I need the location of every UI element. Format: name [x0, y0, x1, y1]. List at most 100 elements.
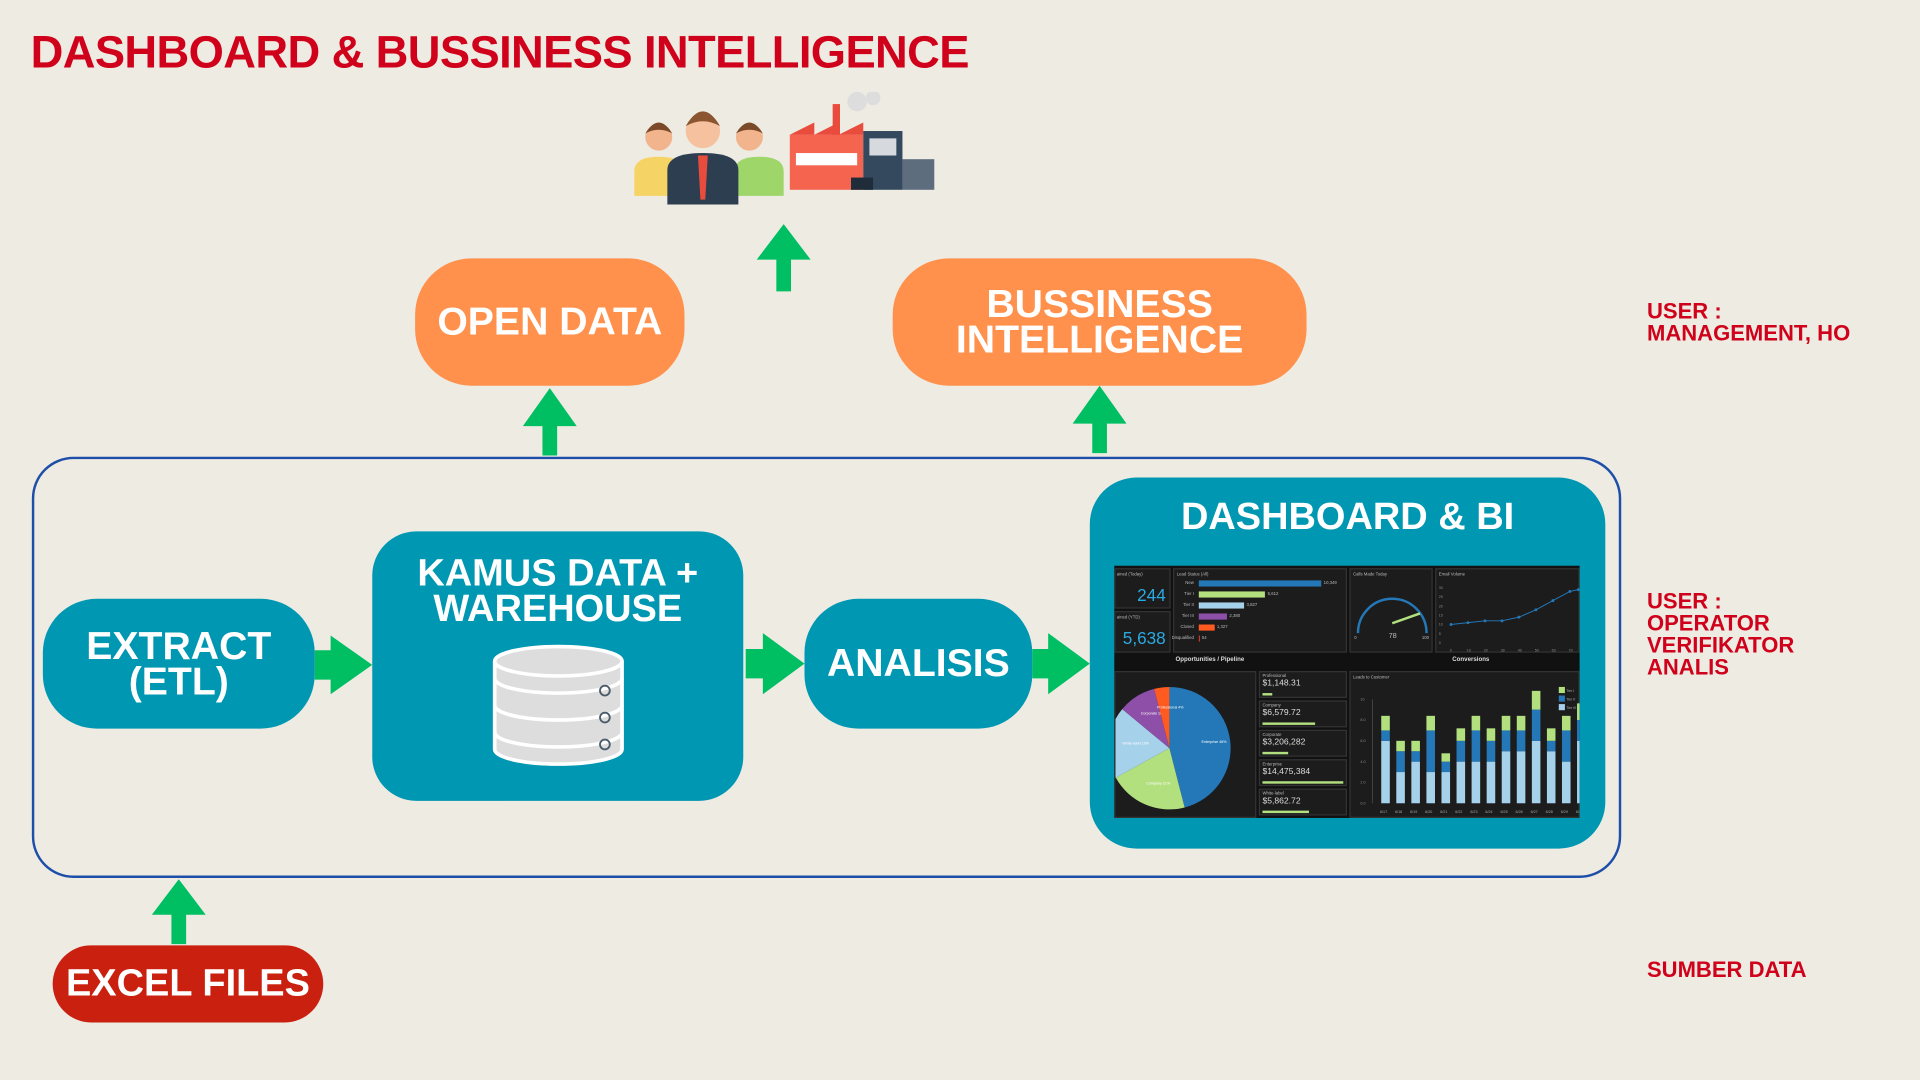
kpi-label: ained (Today)	[1116, 571, 1143, 577]
value-label: Enterprise	[1262, 761, 1282, 767]
lead-value: 54	[1201, 635, 1207, 641]
pipeline-value-card: Corporate$3,206,282	[1258, 729, 1347, 757]
section-pipeline: Opportunities / Pipeline	[1175, 656, 1245, 664]
pie-slice	[1169, 686, 1231, 808]
x-tick: 6/18	[1395, 810, 1402, 814]
lead-value: 10,349	[1323, 580, 1337, 586]
excel-files-node: EXCEL FILES	[52, 945, 324, 1023]
value-bar	[1262, 751, 1289, 755]
kpi-label: ained (YTD)	[1116, 614, 1140, 620]
bar-segment	[1516, 751, 1526, 804]
legend-label: Tier II	[1566, 697, 1575, 701]
arrow-up-bi	[1072, 385, 1127, 454]
bar-segment	[1546, 751, 1556, 804]
lead-value: 1,327	[1216, 624, 1228, 630]
bar-segment	[1501, 730, 1511, 752]
lead-bar	[1198, 591, 1266, 598]
kpi-value: 244	[1137, 585, 1166, 605]
bar-segment	[1531, 740, 1541, 804]
pie-label: Enterprise 46%	[1202, 740, 1228, 744]
gauge-card: Calls Made Today 78 0 100	[1349, 568, 1433, 653]
bar-segment	[1486, 740, 1496, 762]
database-icon	[492, 644, 624, 766]
bar-segment	[1441, 761, 1451, 773]
x-tick: 40	[1518, 648, 1522, 652]
x-tick: 6/24	[1485, 810, 1492, 814]
kamus-warehouse-label: KAMUS DATA + WAREHOUSE	[417, 551, 699, 630]
value-label: White-label	[1262, 791, 1284, 796]
x-tick: 6/28	[1546, 810, 1553, 814]
y-tick: 0.0	[1360, 801, 1365, 805]
dashboard-bi-node: DASHBOARD & BI ained (Today) 244 ained (…	[1089, 477, 1606, 849]
bar-segment	[1577, 720, 1580, 741]
pie-slice	[1154, 686, 1170, 749]
bar-segment	[1486, 761, 1496, 804]
extract-etl-node: EXTRACT (ETL)	[42, 598, 315, 729]
label-line: MANAGEMENT, HO	[1646, 320, 1851, 346]
value-label: Corporate	[1262, 732, 1282, 738]
value-amount: $1,148.31	[1262, 679, 1301, 689]
kpi-card-today: ained (Today) 244	[1114, 568, 1171, 609]
bar-segment	[1531, 690, 1541, 710]
lead-label: New	[1185, 580, 1194, 586]
bar-segment	[1441, 772, 1451, 804]
x-tick: 6/19	[1410, 810, 1417, 814]
y-tick: 5	[1439, 632, 1441, 636]
bar-segment	[1426, 715, 1435, 731]
x-tick: 60	[1552, 648, 1556, 652]
people-icon	[634, 111, 784, 205]
bar-segment	[1501, 715, 1511, 731]
lead-label: Tier I	[1184, 591, 1194, 597]
x-tick: 6/21	[1440, 810, 1447, 814]
pie-label: Corporate 10%	[1141, 712, 1166, 716]
pipeline-value-card: Company$6,579.72	[1258, 700, 1347, 728]
x-tick: 6/17	[1380, 810, 1387, 814]
x-tick: 6/25	[1501, 810, 1508, 814]
bar-segment	[1561, 730, 1571, 762]
email-point	[1568, 589, 1572, 593]
analisis-node: ANALISIS	[804, 598, 1033, 729]
label-line: USER :	[1646, 298, 1722, 324]
bar-segment	[1486, 728, 1496, 741]
bar-segment	[1381, 740, 1390, 804]
lead-label: Tier III	[1181, 613, 1194, 619]
card-title: Leads to Customer	[1353, 674, 1390, 680]
dashboard-bi-label: DASHBOARD & BI	[1180, 494, 1515, 538]
bar-segment	[1516, 730, 1526, 752]
bar-segment	[1426, 772, 1435, 804]
kamus-warehouse-node: KAMUS DATA + WAREHOUSE	[372, 531, 744, 801]
x-tick: 6/26	[1516, 810, 1523, 814]
x-tick: 10	[1467, 648, 1471, 652]
gauge-chart	[1356, 597, 1428, 634]
bar-segment	[1381, 730, 1390, 741]
lead-value: 3,827	[1246, 602, 1258, 608]
bar-segment	[1456, 761, 1466, 804]
x-tick: 20	[1484, 648, 1488, 652]
email-point	[1517, 615, 1521, 619]
x-tick: 6/27	[1531, 810, 1538, 814]
email-point	[1576, 588, 1580, 592]
lead-bar	[1198, 624, 1215, 631]
value-bar	[1262, 810, 1310, 814]
bar-segment	[1426, 730, 1435, 773]
business-intelligence-node: BUSSINESS INTELLIGENCE	[892, 258, 1307, 386]
y-tick: 10	[1360, 697, 1364, 701]
x-tick: 0	[1450, 648, 1452, 652]
x-tick: 50	[1535, 648, 1539, 652]
section-conversions: Conversions	[1452, 656, 1490, 664]
bar-segment	[1471, 761, 1481, 804]
pie-slice	[1115, 709, 1170, 778]
lead-label: Closed	[1180, 624, 1194, 630]
legend-swatch	[1558, 686, 1565, 694]
bar-segment	[1546, 728, 1556, 741]
arrow-right-etl	[314, 635, 373, 695]
gauge-needle	[1391, 612, 1421, 625]
x-tick: 70	[1569, 648, 1573, 652]
value-amount: $6,579.72	[1262, 708, 1301, 718]
factory-icon	[789, 91, 935, 190]
user-operator-label: USER : OPERATOR VERIFIKATOR ANALIS	[1647, 590, 1794, 678]
